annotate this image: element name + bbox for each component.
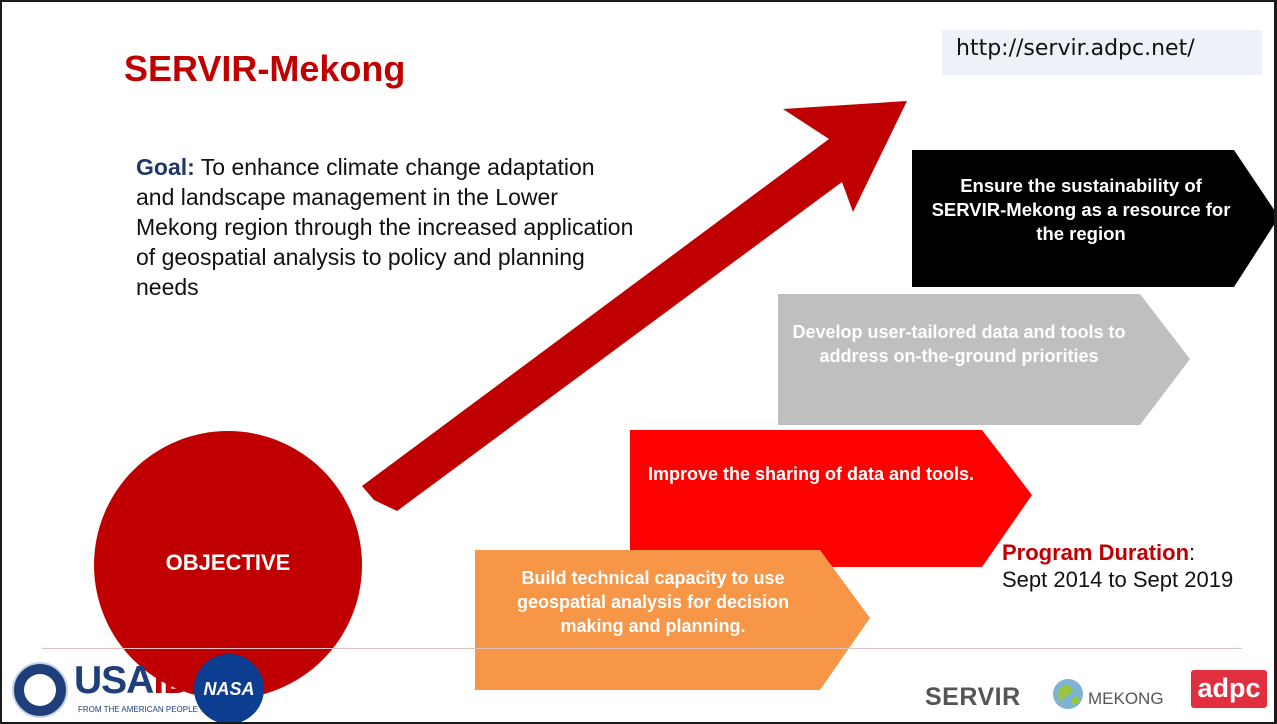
objective-label: OBJECTIVE <box>165 550 291 575</box>
duration-text: Sept 2014 to Sept 2019 <box>1002 567 1234 592</box>
usaid-tagline: FROM THE AMERICAN PEOPLE <box>78 705 198 714</box>
url-box <box>942 30 1262 75</box>
step-3-text: Improve the sharing of data and tools. <box>647 464 975 484</box>
growth-arrow <box>362 101 907 511</box>
usaid-seal-center <box>24 674 56 706</box>
step-2-text: Develop user-tailored data and tools to … <box>792 322 1126 366</box>
slide-title: SERVIR-Mekong <box>124 48 406 89</box>
program-duration: Program Duration:Sept 2014 to Sept 2019 <box>1002 539 1272 593</box>
adpc-logo-text: adpc <box>1197 673 1261 703</box>
usaid-logo: USAID <box>74 659 191 702</box>
adpc-logo-box <box>1191 670 1267 708</box>
duration-colon: : <box>1189 540 1196 565</box>
goal-paragraph: Goal: To enhance climate change adaptati… <box>136 152 636 302</box>
globe-icon <box>1053 679 1083 709</box>
url-link[interactable]: http://servir.adpc.net/ <box>956 36 1195 61</box>
step-4-text: Build technical capacity to use geospati… <box>516 568 790 636</box>
step-1-text: Ensure the sustainability of SERVIR-Meko… <box>931 175 1231 244</box>
footer-divider <box>42 648 1242 649</box>
goal-label: Goal: <box>136 154 195 180</box>
step-chevron-3 <box>630 430 1032 567</box>
servir-logo-text: SERVIR <box>925 683 1021 711</box>
nasa-logo-text: NASA <box>203 679 255 699</box>
nasa-logo-icon <box>194 654 264 722</box>
step-chevron-1 <box>912 150 1274 287</box>
step-chevron-4 <box>475 550 870 690</box>
goal-text: To enhance climate change adaptation and… <box>136 154 634 300</box>
mekong-logo-text: MEKONG <box>1088 689 1164 708</box>
step-chevron-2 <box>778 294 1190 425</box>
duration-label: Program Duration <box>1002 540 1190 565</box>
